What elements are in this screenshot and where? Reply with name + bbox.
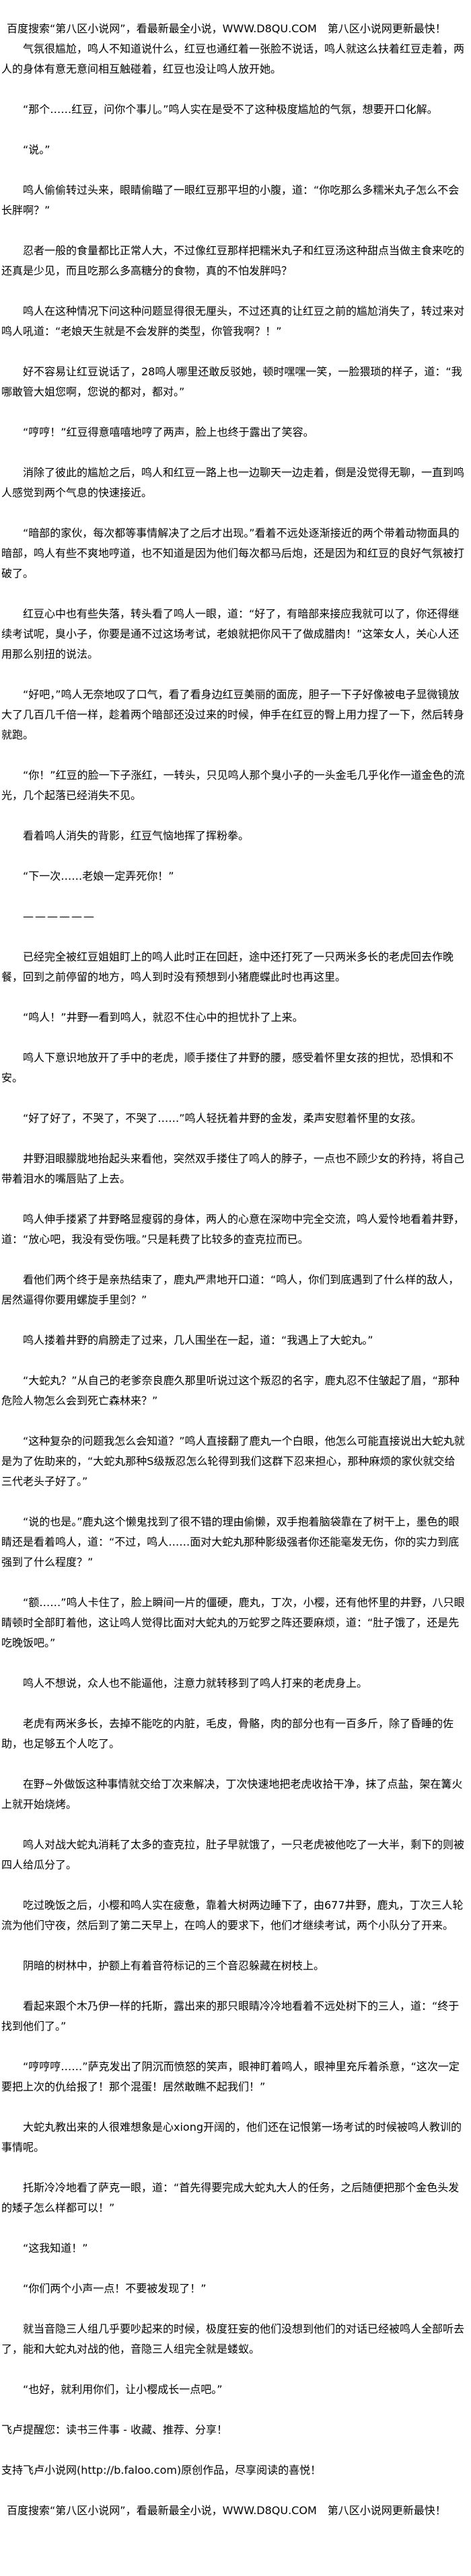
header-banner: 百度搜索“第八区小说网”，看最新最全小说，WWW.D8QU.COM 第八区小说网… [7,22,446,35]
paragraph: “暗部的家伙，每次都等事情解决了之后才出现。”看着不远处逐渐接近的两个带着动物面… [1,527,465,580]
paragraph: “好了好了，不哭了，不哭了……”鸣人轻抚着井野的金发，柔声安慰着怀里的女孩。 [23,1112,422,1125]
chapter-page: 百度搜索“第八区小说网”，看最新最全小说，WWW.D8QU.COM 第八区小说网… [1,22,466,2521]
paragraph: 看他们两个终于是亲热结束了，鹿丸严肃地开口道：“鸣人，你们到底遇到了什么样的敌人… [1,1273,460,1306]
paragraph: 井野泪眼朦胧地抬起头来看他，突然双手搂住了鸣人的脖子，一点也不顾少女的矜持，将自… [1,1152,465,1185]
paragraph: 消除了彼此的尴尬之后，鸣人和红豆一路上也一边聊天一边走着，倒是没觉得无聊，一直到… [1,466,465,499]
paragraph: 忍者一般的食量都比正常人大，不过像红豆那样把糯米丸子和红豆汤这种甜点当做主食来吃… [1,244,465,277]
paragraph: “哼哼！”红豆得意嘻嘻地哼了两声，脸上也终于露出了笑容。 [23,426,314,439]
paragraph: 看着鸣人消失的背影，红豆气恼地挥了挥粉拳。 [23,829,250,842]
paragraph: 鸣人在这种情况下问这种问题显得很无厘头，不过还真的让红豆之前的尴尬消失了，转过来… [1,305,465,338]
paragraph: “好吧，”鸣人无奈地叹了口气，看了看身边红豆美丽的面庞，胆子一下子好像被电子显微… [1,688,465,741]
footer-banner: 百度搜索“第八区小说网”，看最新最全小说，WWW.D8QU.COM 第八区小说网… [7,2504,446,2517]
footer-reminder: 飞卢提醒您：读书三件事 - 收藏、推荐、分享！ [1,2423,227,2436]
paragraph: 红豆心中也有些失落，转头看了鸣人一眼，道：“好了，有暗部来接应我就可以了，你还得… [1,607,460,660]
paragraph: 阴暗的树林中，护额上有着音符标记的三个音忍躲藏在树枝上。 [23,1959,325,1972]
paragraph: “你们两个小声一点！不要被发现了！” [23,2282,207,2295]
paragraph: “那个……红豆，问你个事儿。”鸣人实在是受不了这种极度尴尬的气氛，想要开口化解。 [23,103,438,116]
chapter-body: 气氛很尴尬，鸣人不知道说什么，红豆也通红着一张脸不说话，鸣人就这么扶着红豆走着，… [1,39,466,2400]
paragraph: 好不容易让红豆说话了，28鸣人哪里还敢反驳她，顿时嘿嘿一笑，一脸猥琐的样子，道：… [1,365,462,398]
paragraph: 鸣人伸手搂紧了井野略显瘦弱的身体，两人的心意在深吻中完全交流，鸣人爱怜地看着井野… [1,1213,465,1246]
paragraph: “这我知道！” [23,2242,88,2255]
paragraph: 看起来跟个木乃伊一样的托斯，露出来的那只眼睛冷冷地看着不远处树下的三人，道：“终… [1,2000,460,2033]
paragraph: “说。” [23,143,50,156]
paragraph: 鸣人下意识地放开了手中的老虎，顺手搂住了井野的腰，感受着怀里女孩的担忧，恐惧和不… [1,1051,454,1084]
paragraph: “下一次……老娘一定弄死你！” [23,870,174,882]
paragraph: 在野~外做饭这种事情就交给丁次来解决，丁次快速地把老虎收拾干净，抹了点盐，架在篝… [1,1778,463,1811]
paragraph: “额……”鸣人卡住了，脸上瞬间一片的僵硬，鹿丸，丁次，小樱，还有他怀里的井野，八… [1,1596,465,1649]
paragraph: “大蛇丸？”从自己的老爹奈良鹿久那里听说过这个叛忍的名字，鹿丸忍不住皱起了眉，“… [1,1374,460,1407]
paragraph: “你！”红豆的脸一下子涨红，一转头，只见鸣人那个臭小子的一头金毛几乎化作一道金色… [1,769,465,802]
paragraph: “鸣人！”井野一看到鸣人，就忍不住心中的担忧扑了上来。 [23,1011,303,1024]
paragraph: 老虎有两米多长，去掉不能吃的内脏，毛皮，骨骼，肉的部分也有一百多斤，除了昏睡的佐… [1,1717,454,1750]
paragraph: 已经完全被红豆姐姐盯上的鸣人此时正在回赶，途中还打死了一只两米多长的老虎回去作晚… [1,950,454,983]
paragraph: 托斯冷冷地看了萨克一眼，道：“首先得要完成大蛇丸大人的任务，之后随便把那个金色头… [1,2181,460,2214]
paragraph: 鸣人对战大蛇丸消耗了太多的查克拉，肚子早就饿了，一只老虎被他吃了一大半，剩下的则… [1,1838,465,1871]
paragraph: 吃过晚饭之后，小樱和鸣人实在疲惫，靠着大树两边睡下了，由677井野，鹿丸，丁次三… [1,1899,464,1932]
paragraph: 就当音隐三人组几乎要吵起来的时候，极度狂妄的他们没想到他们的对话已经被鸣人全部听… [1,2322,465,2355]
chapter-footer: 飞卢提醒您：读书三件事 - 收藏、推荐、分享！ 支持飞卢小说网(http://b… [1,2420,466,2521]
footer-support-link[interactable]: 支持飞卢小说网(http://b.faloo.com)原创作品，尽享阅读的喜悦！ [1,2464,322,2476]
paragraph: “这种复杂的问题我怎么会知道？”鸣人直接翻了鹿丸一个白眼，他怎么可能直接说出大蛇… [1,1435,465,1488]
paragraph: “哼哼哼……”萨克发出了阴沉而愤怒的笑声，眼神盯着鸣人，眼神里充斥着杀意，“这次… [1,2060,460,2093]
paragraph: 鸣人搂着井野的肩膀走了过来，几人围坐在一起，道：“我遇上了大蛇丸。” [23,1334,373,1347]
paragraph: 鸣人偷偷转过头来，眼睛偷瞄了一眼红豆那平坦的小腹，道：“你吃那么多糯米丸子怎么不… [1,184,460,217]
section-separator: —————— [23,910,96,923]
paragraph: 鸣人不想说，众人也不能逼他，注意力就转移到了鸣人打来的老虎身上。 [23,1677,368,1690]
paragraph: 气氛很尴尬，鸣人不知道说什么，红豆也通红着一张脸不说话，鸣人就这么扶着红豆走着，… [1,42,465,75]
paragraph: 大蛇丸教出来的人很难想象是心xiong开阔的，他们还在记恨第一场考试的时候被鸣人… [1,2121,462,2154]
paragraph: “说的也是。”鹿丸这个懒鬼找到了很不错的理由偷懒，双手抱着脑袋靠在了树干上，墨色… [1,1515,460,1568]
paragraph: “也好，就利用你们，让小樱成长一点吧。” [23,2383,223,2396]
